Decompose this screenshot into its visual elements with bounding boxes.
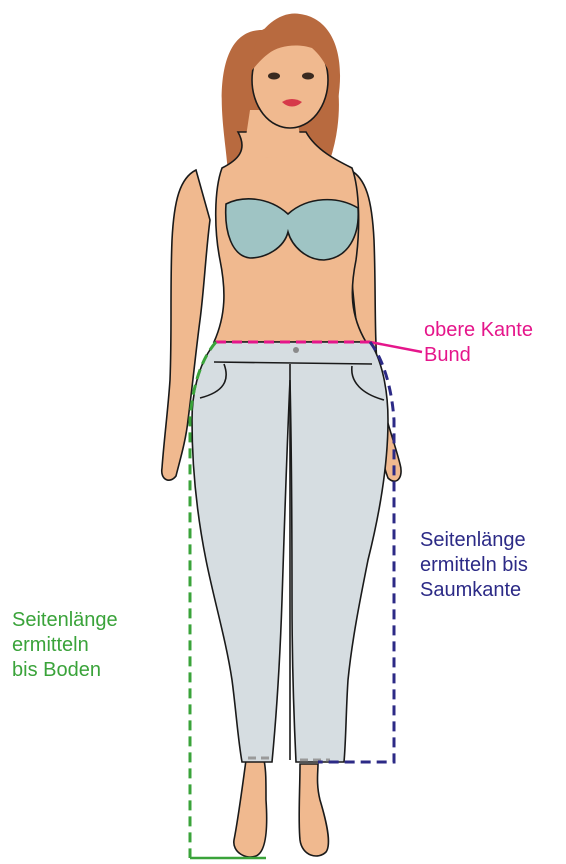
hem-length-label-line1: Seitenlänge	[420, 528, 528, 553]
floor-length-label-line3: bis Boden	[12, 658, 118, 683]
hem-length-label-line3: Saumkante	[420, 578, 528, 603]
button-icon	[293, 347, 299, 353]
floor-length-label-line2: ermitteln	[12, 633, 118, 658]
right-eye-icon	[302, 73, 314, 80]
left-eye-icon	[268, 73, 280, 80]
floor-length-label-line1: Seitenlänge	[12, 608, 118, 633]
floor-length-label: Seitenlänge ermitteln bis Boden	[12, 608, 118, 683]
hem-length-label: Seitenlänge ermitteln bis Saumkante	[420, 528, 528, 603]
left-foot	[234, 760, 267, 857]
waistband-label-line1: obere Kante	[424, 318, 533, 343]
right-foot	[299, 764, 328, 856]
waistband-label: obere Kante Bund	[424, 318, 533, 368]
hem-length-label-line2: ermitteln bis	[420, 553, 528, 578]
waistband-label-line2: Bund	[424, 343, 533, 368]
waistband-pointer	[370, 342, 422, 352]
